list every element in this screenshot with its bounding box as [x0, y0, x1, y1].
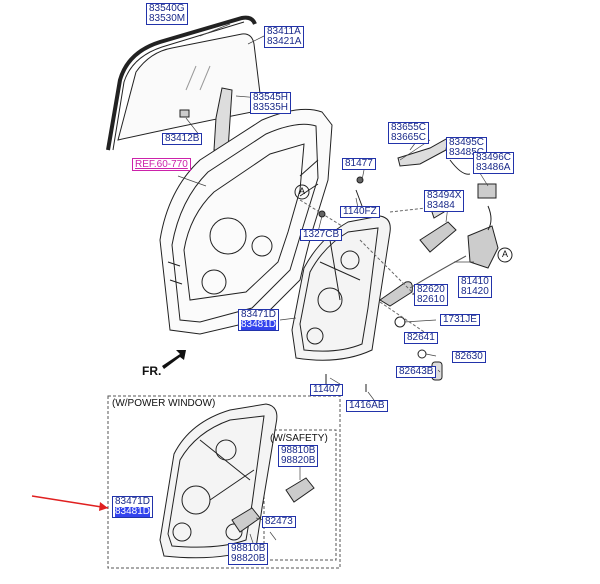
part-label-1731je[interactable]: 1731JE	[440, 314, 480, 326]
glass-run-channel	[106, 15, 257, 151]
door-latch	[467, 225, 499, 269]
part-label-82473[interactable]: 82473	[262, 516, 296, 528]
front-arrow-icon	[162, 350, 186, 369]
ref-label[interactable]: REF.60-770	[132, 158, 191, 171]
part-label-83412b[interactable]: 83412B	[162, 133, 203, 145]
part-label-11407[interactable]: 11407	[310, 384, 344, 396]
regulator-module	[159, 403, 278, 559]
safety-box-title: (W/SAFETY)	[270, 433, 328, 444]
front-label: FR.	[142, 364, 162, 378]
inner-handle	[419, 221, 457, 253]
circle-marker-a-upper: A	[299, 186, 306, 196]
part-label-1140fz[interactable]: 1140FZ	[340, 206, 380, 218]
part-label-82641[interactable]: 82641	[404, 332, 438, 344]
part-label-82630[interactable]: 82630	[452, 351, 486, 363]
red-pointer-arrow	[31, 495, 109, 509]
circle-marker-a-right: A	[502, 249, 509, 259]
power-window-box-title: (W/POWER WINDOW)	[112, 398, 216, 409]
motor-b	[285, 477, 315, 503]
power-window-box	[107, 395, 341, 569]
safety-box	[263, 429, 337, 561]
motor-a	[231, 507, 261, 533]
part-label-82643b[interactable]: 82643B	[396, 366, 437, 378]
part-label-1327cb[interactable]: 1327CB	[300, 229, 343, 241]
part-label-1416ab[interactable]: 1416AB	[346, 400, 388, 412]
outer-handle	[379, 281, 413, 307]
part-label-81477[interactable]: 81477	[342, 158, 376, 170]
